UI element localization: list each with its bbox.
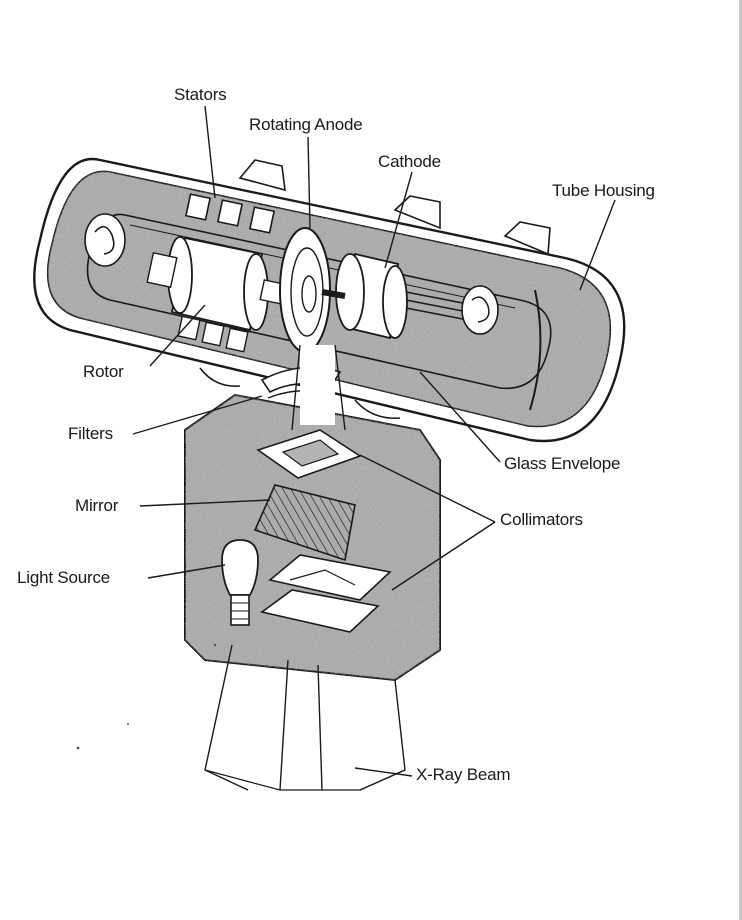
leader-glass-envelope (419, 371, 501, 463)
collimator-upper (256, 429, 362, 479)
housing-lower-lugs (199, 367, 401, 419)
leader-collimators-lower (391, 521, 496, 591)
label-tube-housing: Tube Housing (552, 181, 655, 200)
leader-filters (132, 395, 263, 435)
label-light-source: Light Source (17, 568, 111, 587)
label-cathode: Cathode (378, 152, 441, 171)
label-mirror: Mirror (75, 496, 119, 515)
label-rotating-anode: Rotating Anode (249, 115, 363, 134)
leader-mirror (139, 499, 271, 507)
leader-rotor (149, 304, 206, 367)
leader-xray-beam (354, 767, 413, 777)
xray-beam-lines (204, 644, 406, 791)
beam-cone (291, 344, 346, 431)
label-filters: Filters (68, 424, 113, 443)
label-collimators: Collimators (500, 510, 583, 529)
rotor (146, 236, 287, 332)
leader-rotating-anode (307, 136, 311, 229)
right-end-coil (461, 285, 542, 411)
leader-collimators-upper (359, 454, 496, 523)
leader-stators (204, 105, 216, 199)
left-end-coil (84, 213, 126, 267)
leader-light-source (147, 564, 226, 579)
leader-cathode (384, 171, 413, 269)
cathode (321, 252, 479, 340)
label-glass-envelope: Glass Envelope (504, 454, 621, 473)
stators (177, 193, 276, 353)
label-xray-beam: X-Ray Beam (416, 765, 511, 784)
leader-lines (132, 105, 616, 777)
collimator-lower (260, 554, 392, 633)
paper-specks (76, 643, 217, 750)
light-source (221, 539, 259, 626)
leader-tube-housing (579, 199, 616, 291)
page-edge (739, 0, 742, 920)
label-rotor: Rotor (83, 362, 124, 381)
label-stators: Stators (174, 85, 227, 104)
